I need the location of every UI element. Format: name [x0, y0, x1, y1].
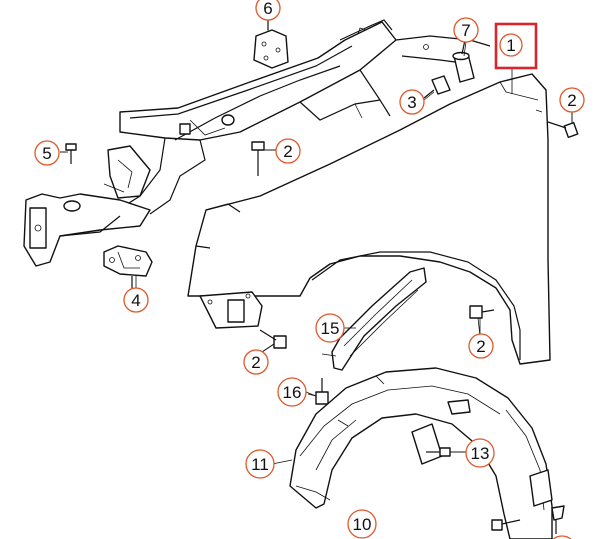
callout-circle-icon — [453, 17, 479, 43]
callout-circle-icon — [315, 313, 345, 343]
body-structure — [117, 19, 491, 215]
bolt-part-2-top — [251, 141, 276, 176]
part-15-strip — [321, 267, 427, 371]
bolt-part-2-lower-right — [469, 305, 495, 337]
callout-label: 2 — [283, 142, 292, 161]
callout-label: 4 — [131, 291, 140, 310]
callout-circle-icon — [243, 349, 269, 375]
callout-circle-icon — [277, 377, 307, 407]
part-7-buffer — [452, 39, 475, 83]
bolt-part-5 — [60, 143, 77, 164]
callout-1[interactable]: 1 — [494, 22, 538, 70]
callout-5[interactable]: 5 — [34, 140, 60, 166]
callout-circle-icon — [245, 449, 275, 479]
callout-circle-icon — [275, 138, 301, 164]
callout-partial-bottom-right — [552, 535, 572, 539]
highlight-box-icon — [494, 22, 538, 70]
callout-10[interactable]: 10 — [347, 509, 377, 539]
callout-2-right[interactable]: 2 — [559, 87, 585, 113]
callout-label: 15 — [321, 319, 340, 338]
callout-label: 1 — [506, 36, 515, 55]
callout-16[interactable]: 16 — [277, 377, 307, 407]
callout-7[interactable]: 7 — [453, 17, 479, 43]
callout-label: 7 — [461, 21, 470, 40]
callout-circle-icon — [499, 33, 523, 57]
fender-panel — [187, 73, 551, 365]
callout-circle-icon — [34, 140, 60, 166]
callout-13[interactable]: 13 — [465, 438, 495, 468]
bolt-part-2-lower-left — [259, 329, 287, 353]
callout-circle-icon — [399, 89, 425, 115]
callout-15[interactable]: 15 — [315, 313, 345, 343]
callout-label: 2 — [476, 337, 485, 356]
clip-bottom-right — [551, 505, 565, 534]
callout-circle-icon — [552, 535, 572, 539]
part-16-bolt — [307, 378, 329, 405]
callout-2-lower-left[interactable]: 2 — [243, 349, 269, 375]
callout-label: 11 — [251, 455, 269, 474]
callout-label: 10 — [353, 515, 372, 534]
part-10-screw — [491, 519, 521, 531]
callout-2-lower-right[interactable]: 2 — [468, 333, 494, 359]
wheelhouse-liner — [289, 367, 553, 539]
callout-2-top[interactable]: 2 — [275, 138, 301, 164]
callout-label: 2 — [251, 353, 260, 372]
leader-lines — [60, 20, 573, 538]
callout-11[interactable]: 11 — [245, 449, 275, 479]
callout-label: 6 — [263, 0, 272, 18]
callout-label: 2 — [567, 91, 576, 110]
callout-label: 16 — [283, 383, 302, 402]
callout-label: 5 — [42, 144, 51, 163]
callout-3[interactable]: 3 — [399, 89, 425, 115]
callout-circle-icon — [347, 509, 377, 539]
part-6-bracket — [253, 18, 289, 69]
bolt-part-2-right — [547, 106, 579, 139]
part-3-clip — [423, 75, 451, 99]
callout-4[interactable]: 4 — [123, 287, 149, 313]
callout-circle-icon — [123, 287, 149, 313]
callout-6[interactable]: 6 — [255, 0, 281, 21]
callouts: 6 7 1 3 2 5 2 4 — [34, 0, 585, 539]
callout-label: 13 — [471, 444, 490, 463]
callout-circle-icon — [559, 87, 585, 113]
callout-circle-icon — [465, 438, 495, 468]
callout-circle-icon — [468, 333, 494, 359]
front-member-bracket — [23, 145, 151, 267]
part-4-mount — [103, 245, 153, 290]
callout-label: 3 — [407, 93, 416, 112]
callout-circle-icon — [255, 0, 281, 21]
